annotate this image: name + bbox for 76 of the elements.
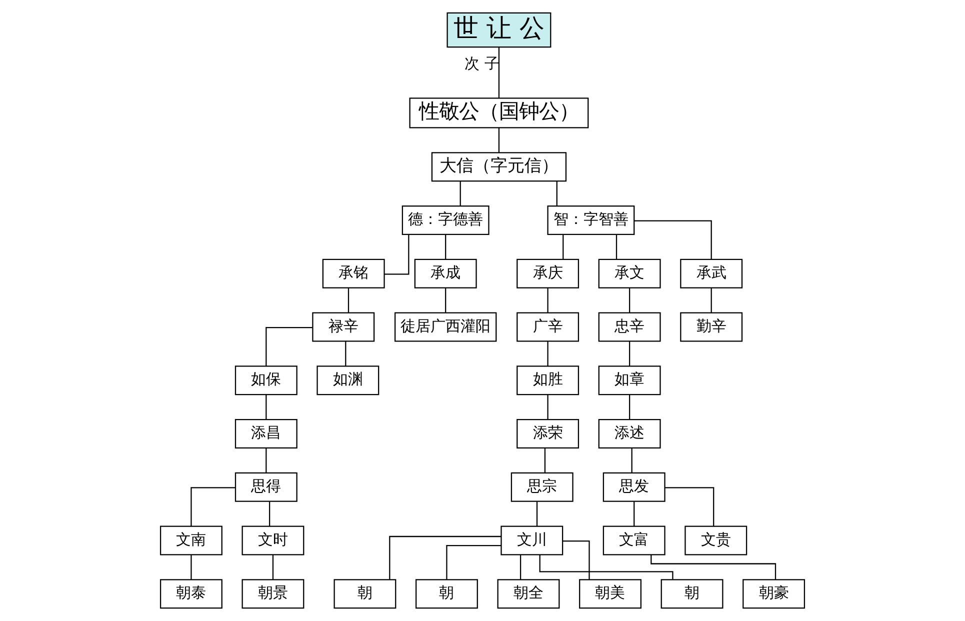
connector [631, 448, 632, 473]
connector [634, 220, 712, 260]
edge-label: 次 子 [464, 55, 500, 72]
connector [266, 448, 267, 473]
connector [498, 128, 500, 153]
node-box: 忠辛 [598, 312, 661, 342]
node-box: 如渊 [316, 366, 380, 396]
node-box: 朝美 [579, 579, 642, 609]
connector [556, 181, 558, 206]
connector [536, 502, 538, 526]
node-box: 智：字智善 [547, 205, 635, 235]
connector [710, 288, 712, 313]
node-box: 如胜 [516, 366, 580, 396]
connector [547, 394, 548, 420]
node-box: 承成 [414, 258, 477, 288]
connector [269, 502, 270, 526]
connector [272, 555, 274, 580]
node-box: 承文 [598, 258, 661, 288]
node-box: 大信（字元信） [431, 152, 567, 182]
connector [445, 288, 446, 313]
node-box: 添昌 [234, 418, 298, 448]
node-box: 徒居广西灌阳 [394, 312, 497, 342]
node-box: 朝全 [497, 579, 560, 609]
connector [190, 487, 236, 526]
node-box: 禄辛 [312, 312, 375, 342]
connector [384, 234, 410, 275]
connector [547, 342, 548, 366]
connector [498, 47, 500, 98]
node-box: 承庆 [516, 258, 580, 288]
connector [634, 502, 635, 526]
connector [650, 554, 776, 580]
node-box: 承武 [680, 258, 743, 288]
connector [520, 555, 522, 580]
node-box: 勤辛 [680, 312, 743, 342]
node-box: 朝景 [242, 579, 304, 609]
node-box: 添荣 [516, 418, 580, 448]
node-box: 如章 [598, 366, 661, 396]
node-box: 文贵 [684, 526, 748, 556]
node-box: 思发 [602, 472, 666, 502]
connector [460, 181, 461, 206]
node-box: 思宗 [510, 472, 574, 502]
connector [665, 487, 714, 526]
connector [539, 554, 674, 580]
node-box: 朝豪 [742, 579, 806, 609]
connector [562, 234, 564, 260]
node-box: 如保 [234, 366, 298, 396]
connector [547, 288, 548, 313]
connector [629, 394, 630, 420]
node-box: 思得 [234, 472, 298, 502]
node-box: 文南 [160, 526, 222, 556]
connector [348, 288, 350, 313]
connector [562, 540, 590, 580]
node-box: 朝 [334, 579, 396, 609]
node-box: 文富 [602, 526, 666, 556]
node-box: 德：字德善 [402, 205, 490, 235]
connector [616, 234, 618, 260]
node-box: 承铭 [322, 258, 385, 288]
node-box: 广辛 [516, 312, 580, 342]
connector [629, 288, 630, 313]
connector [266, 326, 312, 366]
node-box: 朝泰 [160, 579, 222, 609]
connector [389, 536, 502, 580]
node-box: 性敬公（国钟公） [409, 98, 589, 128]
node-box: 文川 [500, 526, 564, 556]
connector [446, 545, 502, 580]
connector [544, 448, 546, 473]
node-box: 文时 [242, 526, 304, 556]
node-box: 朝 [660, 579, 724, 609]
connector [345, 342, 346, 366]
connector [445, 234, 446, 260]
node-box: 朝 [416, 579, 478, 609]
node-box: 添述 [598, 418, 661, 448]
node-box: 世 让 公 [446, 12, 552, 48]
connector [190, 555, 192, 580]
connector [266, 394, 267, 420]
connector [629, 342, 630, 366]
